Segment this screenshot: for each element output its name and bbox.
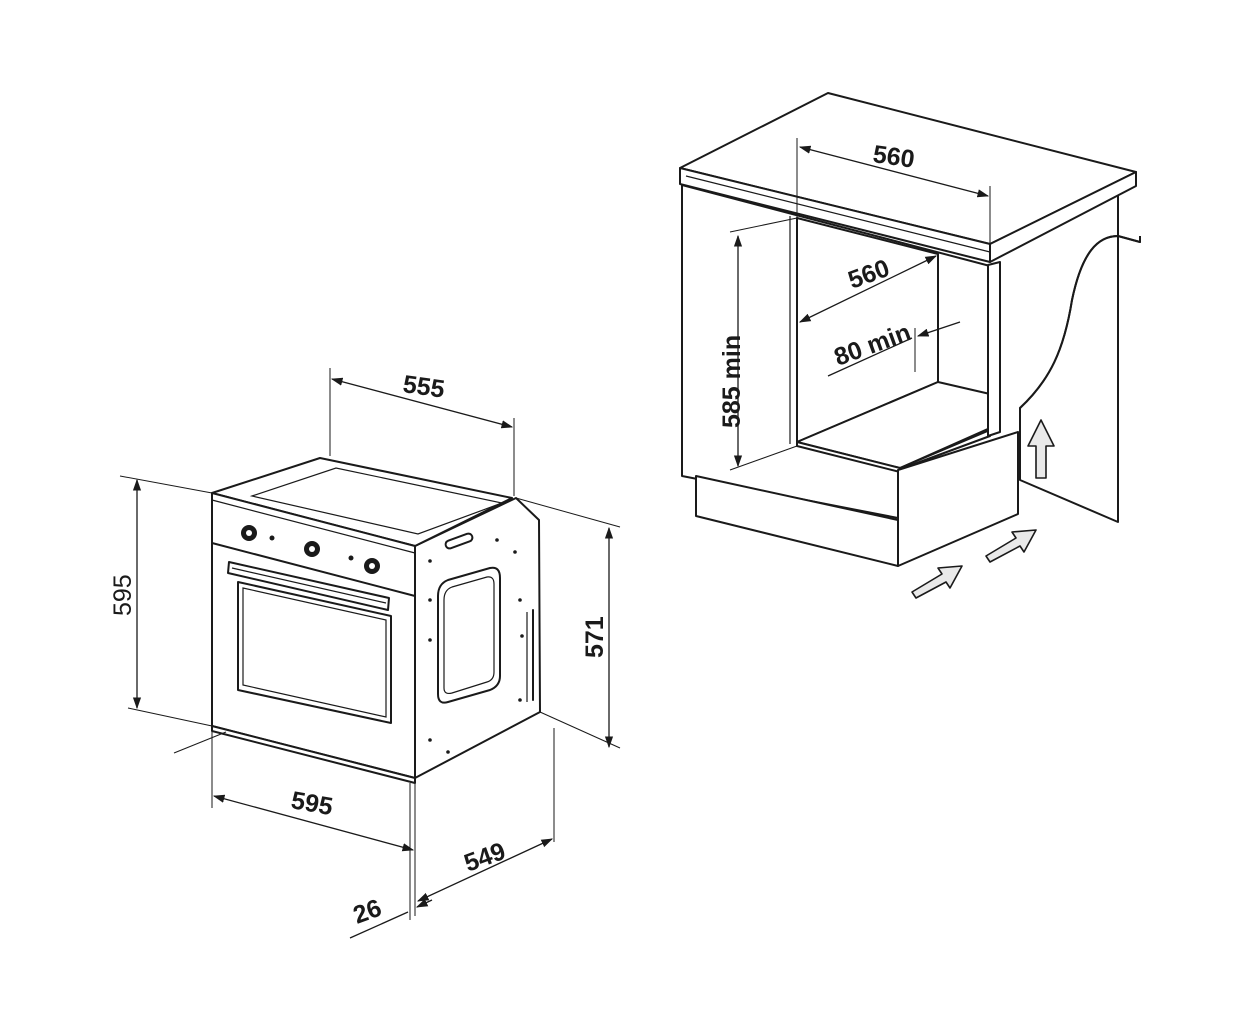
dim-line-oven-width-top	[330, 377, 514, 429]
oven-side-panel	[414, 497, 541, 779]
indicator-light-icon	[269, 535, 275, 541]
label-cabinet-height-min: 585 min	[718, 335, 746, 428]
cabinet-dimensions	[729, 138, 991, 471]
label-oven-width-front: 595	[289, 786, 335, 821]
knob-icon	[304, 541, 320, 557]
airflow-arrow-icon	[911, 565, 963, 599]
oven-top-plate	[249, 467, 505, 535]
label-oven-height-left: 595	[109, 574, 137, 616]
oven-drawing	[211, 457, 541, 784]
oven-side-vent	[437, 566, 501, 704]
indicator-light-icon	[348, 555, 354, 561]
control-panel-divider	[211, 542, 416, 597]
side-slot	[444, 532, 474, 550]
dim-line-oven-width-front	[212, 794, 415, 852]
cabinet-right-panel	[987, 261, 1001, 437]
oven-dimensions	[119, 368, 621, 939]
dim-line-gap-min	[827, 337, 913, 377]
label-oven-width-top: 555	[401, 370, 446, 404]
knob-icon	[364, 558, 380, 574]
knob-icon	[241, 525, 257, 541]
dim-line-door-thickness	[349, 911, 409, 939]
airflow-arrow-icon	[985, 529, 1037, 563]
label-cabinet-width-top: 560	[871, 140, 916, 174]
airflow-arrow-icon	[1027, 419, 1055, 479]
dim-line-oven-depth	[416, 838, 554, 902]
dim-line-cabinet-width-top	[798, 145, 990, 198]
dim-line-cabinet-width-inner	[798, 255, 938, 323]
label-oven-height-right: 571	[581, 616, 609, 658]
door-window	[237, 581, 392, 724]
side-rivets	[428, 538, 524, 754]
label-oven-depth: 549	[460, 837, 509, 878]
countertop-side	[989, 171, 1137, 263]
